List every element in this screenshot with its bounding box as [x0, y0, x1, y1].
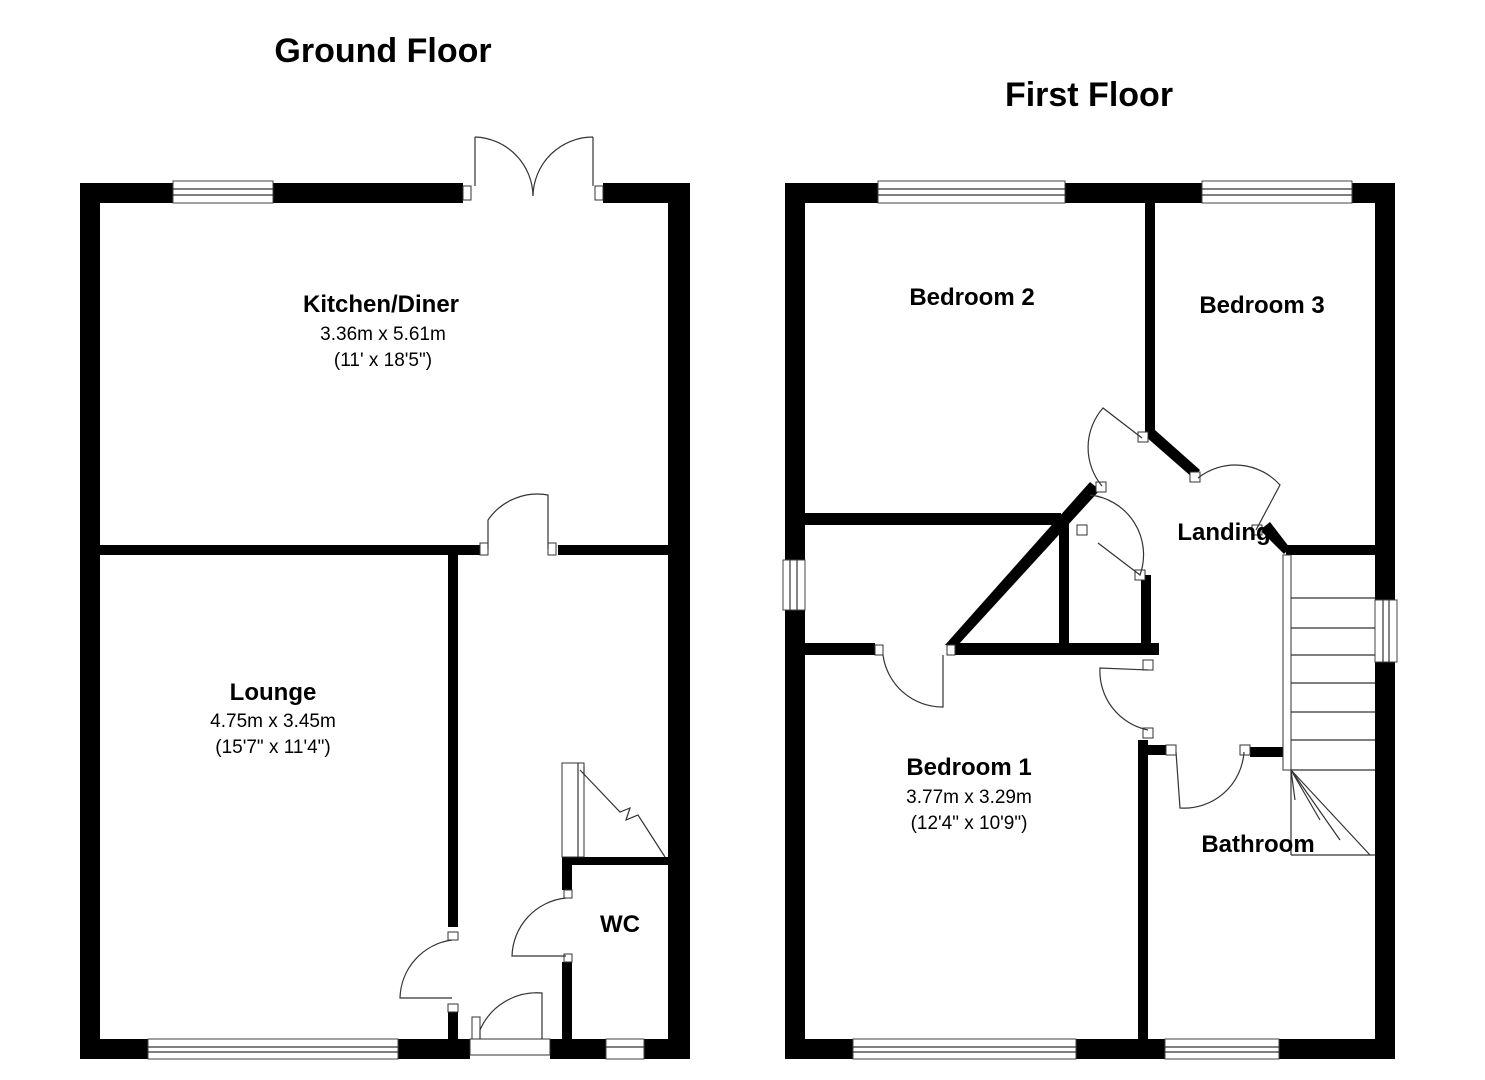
bedroom1-window: [852, 1038, 1077, 1060]
first-floor-title: First Floor: [1005, 76, 1173, 114]
lounge-dim-metric: 4.75m x 3.45m: [210, 711, 336, 732]
bedroom2-name: Bedroom 2: [909, 284, 1034, 311]
first-floor-plan: First Floor: [782, 76, 1398, 1060]
landing-name: Landing: [1177, 519, 1270, 546]
bedroom2-door-icon: [1087, 407, 1149, 493]
bedroom1-door-icon: [874, 644, 956, 708]
bedroom3-door-icon: [1189, 464, 1281, 536]
bathroom-door-icon: [1165, 744, 1251, 809]
bedroom1-name: Bedroom 1: [906, 754, 1031, 781]
lounge-dim-imperial: (15'7" x 11'4"): [215, 737, 330, 758]
stair-window: [1374, 599, 1398, 663]
bedroom3-window: [1201, 180, 1353, 204]
french-doors-icon: [462, 136, 604, 201]
kitchen-dim-metric: 3.36m x 5.61m: [320, 324, 446, 345]
kitchen-window: [172, 180, 274, 204]
ground-floor-title: Ground Floor: [274, 32, 491, 70]
bathroom-name: Bathroom: [1201, 831, 1314, 858]
wc-window: [605, 1038, 645, 1060]
first-floor-internal-walls: [805, 203, 1375, 1040]
cupboard-door-icon: [1076, 494, 1146, 581]
ground-floor-internal-walls: [100, 545, 668, 1039]
bedroom1-dim-imperial: (12'4" x 10'9"): [911, 813, 1028, 834]
ground-floor-plan: Ground Floor: [80, 32, 690, 1060]
staircase-icon: [1282, 554, 1375, 856]
lounge-name: Lounge: [230, 679, 317, 706]
kitchen-hall-door-icon: [479, 493, 557, 556]
lounge-window: [147, 1038, 399, 1060]
wc-door-icon: [511, 889, 573, 963]
kitchen-name: Kitchen/Diner: [303, 291, 459, 318]
box-room-window: [782, 559, 806, 611]
wc-name: WC: [600, 911, 640, 938]
bedroom2-window: [877, 180, 1066, 204]
landing-door-icon: [1099, 659, 1154, 739]
kitchen-dim-imperial: (11' x 18'5"): [334, 350, 432, 371]
front-door-icon: [469, 992, 551, 1056]
lounge-door-icon: [399, 931, 459, 1013]
bedroom1-dim-metric: 3.77m x 3.29m: [906, 787, 1032, 808]
bedroom3-name: Bedroom 3: [1199, 292, 1324, 319]
bathroom-window: [1164, 1038, 1280, 1060]
under-stairs-icon: [561, 762, 666, 858]
